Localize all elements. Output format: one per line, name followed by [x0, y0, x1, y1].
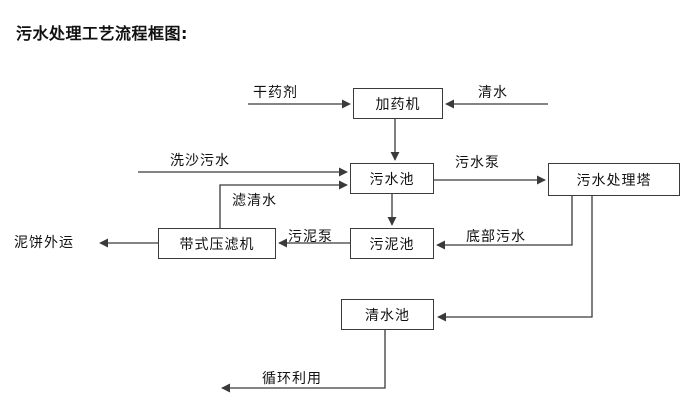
node-sewage-pool-label: 污水池 — [369, 171, 415, 188]
node-sludge-pool-label: 污泥池 — [369, 236, 415, 253]
edge-treatment-tower-to-sludge-pool — [436, 196, 573, 250]
node-clean-water-pool[interactable]: 清水池 — [341, 299, 434, 330]
edge-belt-filter-press-to-sewage-pool — [219, 180, 348, 228]
edge-label-recycle: 循环利用 — [262, 371, 322, 387]
terminal-mud-cake-out: 泥饼外运 — [14, 235, 74, 251]
node-belt-filter-press[interactable]: 带式压滤机 — [158, 228, 276, 259]
node-sewage-pool[interactable]: 污水池 — [350, 163, 434, 194]
node-dosing-machine[interactable]: 加药机 — [353, 88, 443, 119]
node-clean-water-pool-label: 清水池 — [365, 307, 410, 324]
edge-label-sludge-pump: 污泥泵 — [288, 229, 333, 245]
edge-treatment-tower-to-clean-water-pool — [437, 196, 593, 322]
terminal-clean-water-in: 清水 — [478, 85, 508, 101]
edge-clean-water-pool-to-recycle — [221, 330, 386, 393]
terminal-sand-washing-sewage: 洗沙污水 — [170, 153, 230, 169]
edge-label-bottom-sewage: 底部污水 — [466, 229, 526, 245]
node-sewage-treatment-tower-label: 污水处理塔 — [576, 172, 652, 189]
node-dosing-machine-label: 加药机 — [375, 96, 421, 113]
edge-label-sewage-pump: 污水泵 — [455, 155, 500, 171]
page-title: 污水处理工艺流程框图: — [16, 24, 188, 43]
node-sewage-treatment-tower[interactable]: 污水处理塔 — [548, 163, 680, 196]
node-sludge-pool[interactable]: 污泥池 — [350, 228, 434, 259]
node-belt-filter-press-label: 带式压滤机 — [179, 236, 255, 253]
terminal-dry-agent: 干药剂 — [253, 85, 298, 101]
edge-label-filtrate: 滤清水 — [232, 193, 277, 209]
